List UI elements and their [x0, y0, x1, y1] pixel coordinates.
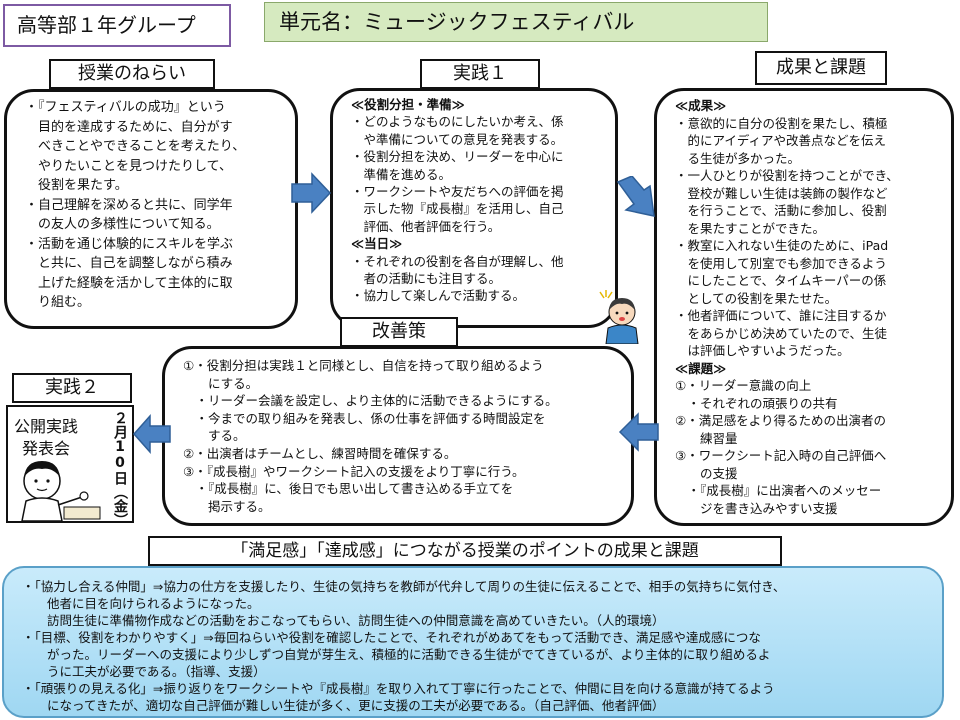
- arrow-practice1-to-results: [616, 176, 655, 217]
- practice1-label: 実践１: [420, 59, 540, 89]
- res-line: ジを書き込みやすい支援: [675, 500, 838, 516]
- bottom-line: 他者に目を向けられるようになった。: [22, 596, 260, 611]
- unit-title-text: 単元名：ミュージックフェスティバル: [279, 10, 635, 34]
- res-line: ②・満足感をより得るための出演者の: [675, 413, 886, 428]
- aim-line: 役割を果たす。: [25, 178, 128, 193]
- unit-title: 単元名：ミュージックフェスティバル: [264, 2, 768, 42]
- imp-line: ②・出演者はチームとし、練習時間を確保する。: [183, 445, 457, 461]
- aim-line: ・活動を通じ体験的にスキルを学ぶ: [25, 236, 234, 252]
- group-label-text: 高等部１年グループ: [17, 13, 196, 37]
- results-label-text: 成果と課題: [776, 57, 866, 78]
- bottom-line: がった。リーダーへの支援により少しずつ自覚が芽生え、積極的に活動できる生徒がでて…: [22, 647, 771, 662]
- improve-panel: ①・役割分担は実践１と同様とし、自信を持って取り組めるよう にする。 ・リーダー…: [162, 346, 634, 526]
- res-line: をあらかじめ決めていたので、生徒: [675, 325, 888, 341]
- res-line: ①・リーダー意識の向上: [675, 378, 812, 393]
- results-label: 成果と課題: [755, 51, 887, 85]
- res-line: ・それぞれの頑張りの共有: [675, 395, 838, 411]
- res-line: 練習量: [675, 430, 738, 446]
- aim-line: べきことやできることを考えたり、: [25, 139, 246, 154]
- improve-label: 改善策: [340, 317, 458, 347]
- p1-line: ≪役割分担・準備≫: [351, 97, 465, 112]
- arrow-aim-to-practice1: [291, 172, 332, 214]
- res-line: を果たすことができた。: [675, 220, 826, 236]
- aim-line: の友人の多様性について知る。: [25, 217, 220, 232]
- res-line: ・『成長樹』に出演者へのメッセー: [675, 483, 882, 498]
- p1-line: ・役割分担を決め、リーダーを中心に: [351, 149, 564, 165]
- imp-line: ・『成長樹』に、後日でも思い出して書き込める手立てを: [183, 481, 514, 497]
- aim-label-text: 授業のねらい: [78, 63, 186, 84]
- res-line: ③・ワークシート記入時の自己評価へ: [675, 448, 887, 463]
- event-name-line1: 公開実践: [14, 417, 79, 436]
- imp-line: する。: [183, 428, 246, 444]
- p1-line: ・ワークシートや友だちへの評価を掲: [351, 184, 564, 200]
- res-line: 的にアイディアや改善点などを伝え: [675, 133, 887, 148]
- imp-line: ・リーダー会議を設定し、より主体的に活動できるようにする。: [183, 393, 558, 409]
- practice1-panel: ≪役割分担・準備≫ ・どのようなものにしたいか考え、係 や準備についての意見を発表…: [330, 88, 618, 328]
- aim-label: 授業のねらい: [49, 59, 215, 89]
- p1-line: ・どのようなものにしたいか考え、係: [351, 114, 564, 130]
- res-line: ≪成果≫: [675, 98, 727, 113]
- res-line: は評価しやすいようだった。: [675, 343, 850, 358]
- results-panel: ≪成果≫ ・意欲的に自分の役割を果たし、積極 的にアイディアや改善点などを伝え る…: [654, 88, 954, 526]
- res-line: の支援: [675, 465, 738, 481]
- aim-line: ・自己理解を深めると共に、同学年: [25, 197, 233, 213]
- p1-line: 示した物『成長樹』を活用し、自己: [351, 201, 564, 217]
- practice2-label: 実践２: [12, 373, 132, 403]
- res-line: を行うことで、活動に参加し、役割: [675, 203, 887, 218]
- aim-line: と共に、自己を調整しながら積み: [25, 256, 233, 271]
- p1-line: 準備を進める。: [351, 166, 452, 182]
- bottom-line: うに工夫が必要である。（指導、支援）: [22, 664, 266, 679]
- aim-line: り組む。: [25, 295, 91, 310]
- aim-line: やりたいことを見つけたりして、: [25, 158, 232, 174]
- res-line: る生徒が多かった。: [675, 150, 801, 166]
- p1-line: ・協力して楽しんで活動する。: [351, 288, 526, 304]
- practice2-event: 公開実践 発表会 ２月10日（金）: [6, 405, 134, 527]
- aim-panel: ・『フェスティバルの成功』という 目的を達成するために、自分がす べきことやでき…: [4, 89, 298, 329]
- imp-line: 掲示する。: [183, 498, 271, 514]
- practice1-label-text: 実践１: [453, 63, 507, 84]
- imp-line: ①・役割分担は実践１と同様とし、自信を持って取り組めるよう: [183, 358, 544, 373]
- student-idea-icon: [599, 290, 639, 344]
- event-date: ２月10日（金）: [112, 411, 128, 527]
- bottom-line: になってきたが、適切な自己評価が難しい生徒が多く、更に支援の工夫が必要である。（…: [22, 698, 665, 713]
- res-line: を使用して別室でも参加できるよう: [675, 255, 887, 271]
- res-line: にしたことで、タイムキーパーの係: [675, 273, 887, 288]
- p1-line: 評価、他者評価を行う。: [351, 218, 501, 234]
- res-line: ・教室に入れない生徒のために、iPad: [675, 238, 889, 253]
- res-line: ・意欲的に自分の役割を果たし、積極: [675, 115, 888, 131]
- aim-line: 上げた経験を活かして主体的に取: [25, 275, 233, 291]
- res-line: としての役割を果たせた。: [675, 290, 838, 306]
- teacher-illustration: [21, 461, 101, 521]
- res-line: ≪課題≫: [675, 360, 727, 376]
- bottom-line: ・「目標、役割をわかりやすく」⇒毎回ねらいや役割を確認したことで、それぞれがめあ…: [22, 630, 761, 645]
- improve-label-text: 改善策: [372, 321, 426, 342]
- p1-line: ・それぞれの役割を各自が理解し、他: [351, 253, 564, 269]
- practice2-label-text: 実践２: [45, 377, 99, 398]
- bottom-line: 訪問生徒に準備物作成などの活動をおこなってもらい、訪問生徒への仲間意識を高めてい…: [22, 613, 665, 628]
- group-label: 高等部１年グループ: [3, 4, 231, 47]
- bottom-title-text: 「満足感」「達成感」につながる授業のポイントの成果と課題: [231, 541, 699, 561]
- bottom-line: ・「頑張りの見える化」⇒振り返りをワークシートや『成長樹』を取り入れて丁寧に行っ…: [22, 681, 775, 696]
- bottom-panel: ・「協力し合える仲間」⇒協力の仕方を支援したり、生徒の気持ちを教師が代弁して周り…: [2, 566, 944, 718]
- p1-line: ≪当日≫: [351, 236, 403, 252]
- p1-line: 者の活動にも注目する。: [351, 271, 502, 287]
- res-line: ・一人ひとりが役割を持つことができ、: [675, 168, 899, 183]
- imp-line: ③・『成長樹』やワークシート記入の支援をより丁寧に行う。: [183, 463, 525, 479]
- imp-line: にする。: [183, 375, 259, 391]
- imp-line: ・今までの取り組みを発表し、係の仕事を評価する時間設定を: [183, 410, 546, 426]
- res-line: 登校が難しい生徒は装飾の製作など: [675, 185, 888, 201]
- res-line: ・他者評価について、誰に注目するか: [675, 308, 887, 323]
- arrow-results-to-improve: [618, 412, 659, 452]
- event-name-line2: 発表会: [22, 439, 71, 458]
- aim-line: ・『フェスティバルの成功』という: [25, 100, 226, 115]
- bottom-line: ・「協力し合える仲間」⇒協力の仕方を支援したり、生徒の気持ちを教師が代弁して周り…: [22, 579, 786, 594]
- p1-line: や準備についての意見を発表する。: [351, 131, 564, 147]
- arrow-improve-to-practice2: [132, 414, 171, 454]
- aim-line: 目的を達成するために、自分がす: [25, 119, 233, 135]
- bottom-title: 「満足感」「達成感」につながる授業のポイントの成果と課題: [148, 536, 782, 566]
